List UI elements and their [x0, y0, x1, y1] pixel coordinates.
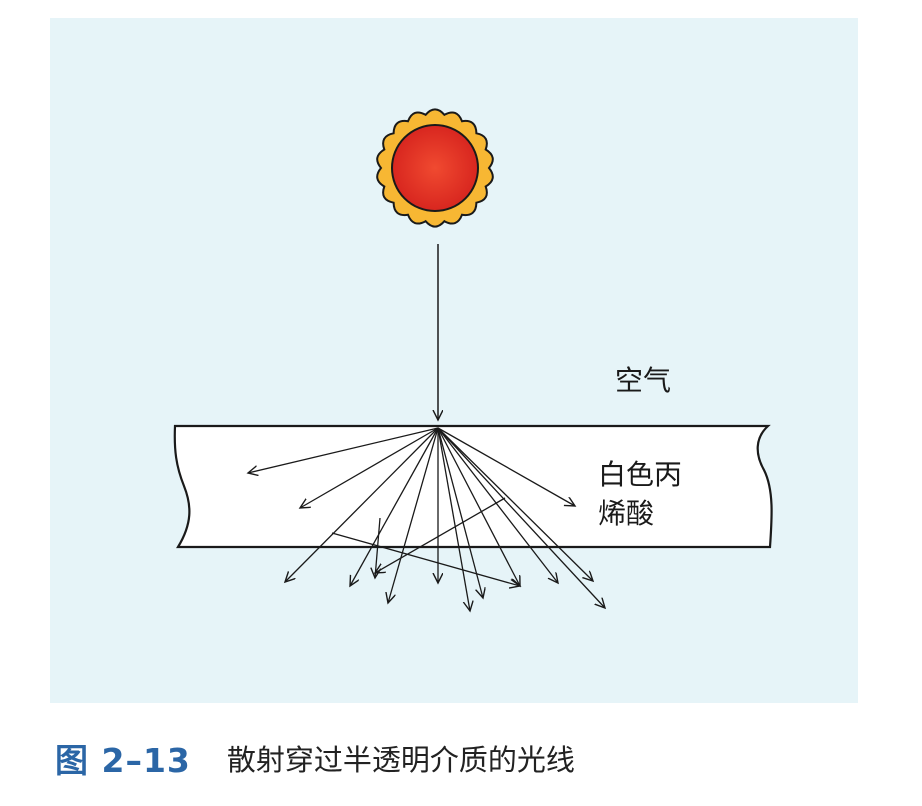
scattered-ray: [248, 427, 439, 473]
sun-core: [391, 124, 479, 212]
scattered-ray: [437, 427, 575, 506]
scattered-ray: [437, 427, 470, 611]
secondary-scattered-ray: [331, 532, 520, 586]
medium-label-line1: 白色丙: [598, 458, 682, 491]
scattered-ray: [285, 427, 439, 582]
sun-icon: [376, 108, 494, 228]
figure-panel: 空气 白色丙 烯酸: [50, 18, 858, 703]
scattering-diagram: 空气 白色丙 烯酸: [173, 108, 773, 703]
scattered-ray: [350, 427, 439, 586]
scattered-ray: [437, 427, 558, 583]
scattered-ray: [437, 427, 605, 608]
air-label: 空气: [615, 364, 671, 397]
scattered-rays: [248, 427, 605, 611]
medium-label-line2: 烯酸: [598, 497, 654, 530]
scattered-ray: [388, 427, 439, 603]
scattered-ray: [437, 427, 593, 581]
scattered-ray: [437, 427, 520, 586]
acrylic-slab: [173, 424, 773, 549]
scattered-ray: [300, 427, 439, 508]
secondary-scattered-ray: [375, 497, 506, 573]
scattered-ray: [437, 427, 483, 598]
figure-caption: 图 2–13 散射穿过半透明介质的光线: [55, 733, 575, 783]
caption-title: 散射穿过半透明介质的光线: [226, 743, 575, 777]
caption-number: 图 2–13: [55, 741, 191, 780]
